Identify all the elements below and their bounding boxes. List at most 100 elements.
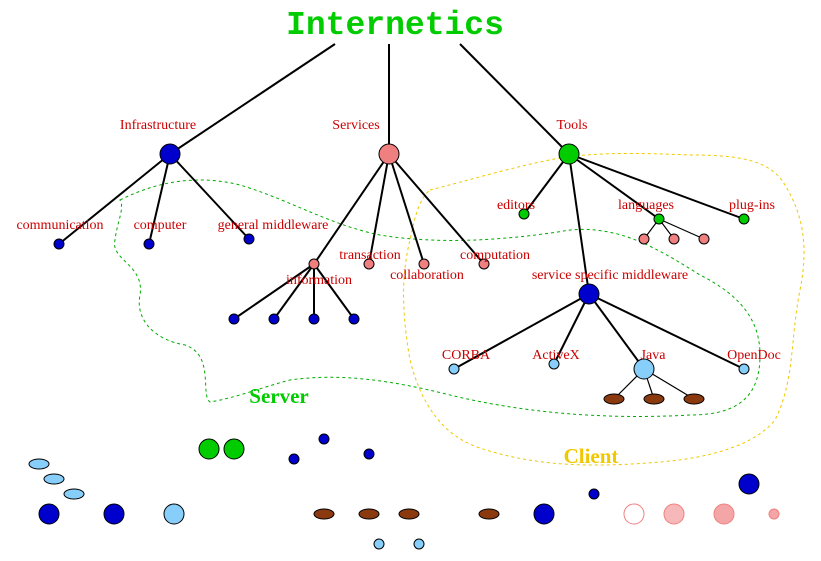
server-boundary (114, 179, 761, 417)
palette-lightblue-ellipse[interactable] (63, 488, 85, 500)
edge-services-computation (388, 153, 485, 265)
communication-node[interactable] (53, 238, 65, 250)
server-region-label: Server (249, 384, 308, 408)
information-node[interactable] (308, 258, 320, 270)
java-label: Java (641, 348, 667, 363)
palette-lightblue-small-node[interactable] (373, 538, 385, 550)
edge-root-infrastructure (169, 43, 336, 155)
corba-node[interactable] (448, 363, 460, 375)
information-leaf-node[interactable] (348, 313, 360, 325)
palette-blue-small-node[interactable] (588, 488, 600, 500)
infrastructure-label: Infrastructure (120, 118, 196, 133)
edge-infra-communication (58, 153, 171, 245)
palette-lightblue-small-node[interactable] (413, 538, 425, 550)
information-leaf-node[interactable] (228, 313, 240, 325)
diagram-title: Internetics (286, 7, 504, 44)
palette-blue-node[interactable] (738, 473, 760, 495)
palette-lightblue-ellipse[interactable] (43, 473, 65, 485)
tools-label: Tools (557, 118, 588, 133)
edge-tools-plug-ins (568, 153, 745, 220)
languages-leaf-node[interactable] (638, 233, 650, 245)
client-boundary (403, 152, 805, 466)
information-label: information (286, 273, 352, 288)
services-label: Services (332, 118, 379, 133)
general-middleware-node[interactable] (243, 233, 255, 245)
edge-ssm-corba (453, 293, 590, 370)
java-node[interactable] (633, 358, 655, 380)
services-node[interactable] (378, 143, 400, 165)
editors-node[interactable] (518, 208, 530, 220)
edge-services-information (313, 153, 390, 265)
edge-root-tools (459, 43, 570, 155)
collaboration-label: collaboration (390, 268, 464, 283)
computation-label: computation (460, 248, 530, 263)
languages-label: languages (618, 198, 674, 213)
palette-blue-small-node[interactable] (288, 453, 300, 465)
languages-leaf-node[interactable] (698, 233, 710, 245)
shape-palette (28, 433, 780, 550)
palette-blue-small-node[interactable] (363, 448, 375, 460)
edge-ssm-java (588, 293, 645, 370)
general-middleware-label: general middleware (218, 218, 329, 233)
edge-tools-languages (568, 153, 660, 220)
palette-brown-ellipse[interactable] (358, 508, 380, 520)
edge-infra-computer (148, 153, 171, 245)
palette-blue-node[interactable] (103, 503, 125, 525)
palette-brown-ellipse[interactable] (478, 508, 500, 520)
palette-blue-node[interactable] (533, 503, 555, 525)
java-bean-node[interactable] (683, 393, 705, 405)
information-leaf-node[interactable] (308, 313, 320, 325)
computation-node[interactable] (478, 258, 490, 270)
transaction-node[interactable] (363, 258, 375, 270)
opendoc-label: OpenDoc (727, 348, 781, 363)
palette-pink-shaded-node[interactable] (663, 503, 685, 525)
palette-pink-shaded-node[interactable] (713, 503, 735, 525)
palette-green-node[interactable] (198, 438, 220, 460)
collaboration-node[interactable] (418, 258, 430, 270)
edge-information-leaf-4 (313, 263, 355, 320)
edge-tools-editors (523, 153, 570, 215)
palette-lightblue-node[interactable] (163, 503, 185, 525)
edge-tools-service-specific-middleware (568, 153, 590, 295)
languages-node[interactable] (653, 213, 665, 225)
java-bean-node[interactable] (643, 393, 665, 405)
computer-label: computer (134, 218, 187, 233)
edge-services-collaboration (388, 153, 425, 265)
plug-ins-label: plug-ins (729, 198, 775, 213)
palette-brown-ellipse[interactable] (398, 508, 420, 520)
edge-infra-general-middleware (169, 153, 250, 240)
activex-label: ActiveX (532, 348, 579, 363)
communication-label: communication (16, 218, 103, 233)
service-specific-middleware-node[interactable] (578, 283, 600, 305)
editors-label: editors (497, 198, 535, 213)
activex-node[interactable] (548, 358, 560, 370)
tools-node[interactable] (558, 143, 580, 165)
opendoc-node[interactable] (738, 363, 750, 375)
palette-brown-ellipse[interactable] (313, 508, 335, 520)
corba-label: CORBA (442, 348, 491, 363)
service-specific-middleware-label: service specific middleware (532, 268, 688, 283)
palette-pink-outline-node[interactable] (623, 503, 645, 525)
tree-nodes (53, 143, 750, 405)
client-region-label: Client (564, 444, 619, 468)
edge-information-leaf-2 (273, 263, 315, 320)
languages-leaf-node[interactable] (668, 233, 680, 245)
plug-ins-node[interactable] (738, 213, 750, 225)
edge-languages-leaf-3 (658, 218, 705, 240)
infrastructure-node[interactable] (159, 143, 181, 165)
palette-blue-small-node[interactable] (318, 433, 330, 445)
palette-pink-small-node[interactable] (768, 508, 780, 520)
computer-node[interactable] (143, 238, 155, 250)
edge-information-leaf-1 (233, 263, 315, 320)
information-leaf-node[interactable] (268, 313, 280, 325)
tree-edges (58, 43, 745, 400)
transaction-label: transaction (339, 248, 400, 263)
java-bean-node[interactable] (603, 393, 625, 405)
palette-lightblue-ellipse[interactable] (28, 458, 50, 470)
edge-services-transaction (368, 153, 390, 265)
edge-ssm-opendoc (588, 293, 745, 370)
palette-green-node[interactable] (223, 438, 245, 460)
palette-blue-node[interactable] (38, 503, 60, 525)
edge-ssm-activex (553, 293, 590, 365)
